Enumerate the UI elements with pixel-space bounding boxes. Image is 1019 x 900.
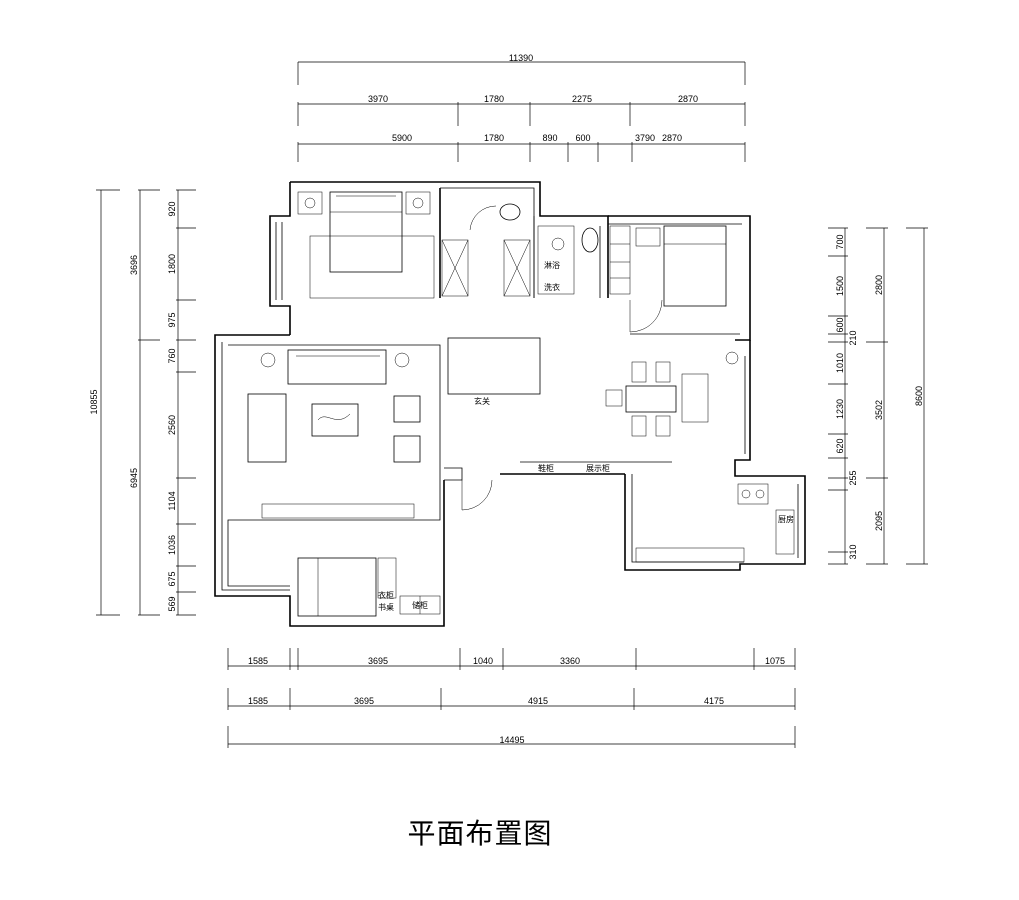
label-display-cabinet: 展示柜 bbox=[586, 463, 610, 473]
dim-right-mid-1: 2800 bbox=[874, 275, 884, 295]
walls bbox=[214, 181, 806, 627]
dim-bot2-2: 3695 bbox=[354, 696, 374, 706]
dim-left-in-3: 975 bbox=[167, 312, 177, 327]
shower-glass-2 bbox=[503, 239, 531, 297]
dim-bot2-4: 4175 bbox=[704, 696, 724, 706]
label-desk: 书桌 bbox=[378, 602, 394, 612]
dimension-labels: 11390 3970 1780 2275 2870 5900 1780 890 … bbox=[89, 53, 924, 745]
coffee-table bbox=[311, 403, 359, 437]
dim-top2-5: 3790 bbox=[635, 133, 655, 143]
dim-right-in-9: 310 bbox=[848, 544, 858, 559]
dim-right-total: 8600 bbox=[914, 386, 924, 406]
dim-left-in-8: 675 bbox=[167, 571, 177, 586]
cabinet-column bbox=[609, 225, 631, 295]
third-bed bbox=[297, 557, 377, 617]
dim-right-in-1: 700 bbox=[835, 234, 845, 249]
label-laundry: 洗衣 bbox=[544, 282, 560, 292]
dim-top2-2: 1780 bbox=[484, 133, 504, 143]
dim-top2-4: 600 bbox=[575, 133, 590, 143]
dim-left-total: 10855 bbox=[89, 389, 99, 414]
master-bed bbox=[329, 191, 403, 273]
label-shoe-cabinet: 鞋柜 bbox=[538, 463, 554, 473]
dim-right-in-2: 1500 bbox=[835, 276, 845, 296]
nightstand-right bbox=[405, 191, 431, 215]
stove bbox=[737, 483, 769, 505]
entry-cabinet bbox=[447, 337, 541, 395]
dim-bot-1: 1585 bbox=[248, 656, 268, 666]
dim-bot2-1: 1585 bbox=[248, 696, 268, 706]
label-kitchen: 厨房 bbox=[778, 514, 794, 524]
toilet bbox=[499, 203, 521, 221]
dim-bot2-3: 4915 bbox=[528, 696, 548, 706]
dim-top-total: 11390 bbox=[509, 53, 533, 63]
rug-pattern bbox=[309, 235, 435, 299]
shower-glass-1 bbox=[441, 239, 469, 297]
dim-right-in-3: 600 bbox=[835, 317, 845, 332]
drawing-title: 平面布置图 bbox=[407, 817, 553, 850]
dim-top-4: 2870 bbox=[678, 94, 698, 104]
dim-left-in-4: 760 bbox=[167, 348, 177, 363]
chaise bbox=[247, 393, 287, 463]
furniture bbox=[247, 191, 795, 617]
dim-right-in-6: 1230 bbox=[835, 399, 845, 419]
dim-left-in-1: 920 bbox=[167, 201, 177, 216]
dim-left-in-5: 2560 bbox=[167, 415, 177, 435]
dim-bot-5: 1075 bbox=[765, 656, 785, 666]
dim-top2-3: 890 bbox=[542, 133, 557, 143]
dim-top2-1: 5900 bbox=[392, 133, 412, 143]
dim-top-1: 3970 bbox=[368, 94, 388, 104]
dim-top-3: 2275 bbox=[572, 94, 592, 104]
dim-left-in-9: 569 bbox=[167, 596, 177, 611]
room-labels: 淋浴 洗衣 玄关 鞋柜 展示柜 厨房 衣柜 书桌 储柜 bbox=[378, 260, 794, 612]
armchair-2 bbox=[393, 435, 421, 463]
dim-right-in-5: 1010 bbox=[835, 353, 845, 373]
dim-left-in-2: 1800 bbox=[167, 254, 177, 274]
dim-right-in-7: 620 bbox=[835, 438, 845, 453]
sofa bbox=[287, 349, 387, 385]
dim-right-in-8: 255 bbox=[848, 470, 858, 485]
label-bath: 淋浴 bbox=[544, 260, 560, 270]
second-bed bbox=[663, 225, 727, 307]
desk bbox=[377, 557, 397, 599]
kitchen-counter bbox=[635, 547, 745, 563]
dim-left-mid-1: 3696 bbox=[129, 255, 139, 275]
dining-table bbox=[625, 385, 677, 413]
label-foyer: 玄关 bbox=[474, 396, 490, 406]
doors bbox=[461, 205, 663, 511]
dim-left-in-6: 1104 bbox=[167, 491, 177, 510]
dim-right-mid-2: 3502 bbox=[874, 400, 884, 420]
toilet-2 bbox=[581, 227, 599, 253]
tv-cabinet bbox=[261, 503, 415, 519]
dim-left-in-7: 1036 bbox=[167, 535, 177, 555]
dim-bot-3: 1040 bbox=[473, 656, 493, 666]
label-storage: 储柜 bbox=[412, 600, 428, 610]
dim-right-in-4: 210 bbox=[848, 330, 858, 345]
dim-bot-4: 3360 bbox=[560, 656, 580, 666]
dim-bot-2: 3695 bbox=[368, 656, 388, 666]
dim-right-mid-3: 2095 bbox=[874, 511, 884, 531]
sink-counter bbox=[775, 509, 795, 555]
armchair-1 bbox=[393, 395, 421, 423]
dim-top-2: 1780 bbox=[484, 94, 504, 104]
dim-top2-6: 2870 bbox=[662, 133, 682, 143]
label-wardrobe: 衣柜 bbox=[378, 590, 394, 600]
dim-bot-total: 14495 bbox=[499, 735, 524, 745]
dim-left-mid-2: 6945 bbox=[129, 468, 139, 488]
dimension-lines bbox=[96, 61, 928, 748]
shower-room bbox=[537, 225, 575, 295]
nightstand-left bbox=[297, 191, 323, 215]
